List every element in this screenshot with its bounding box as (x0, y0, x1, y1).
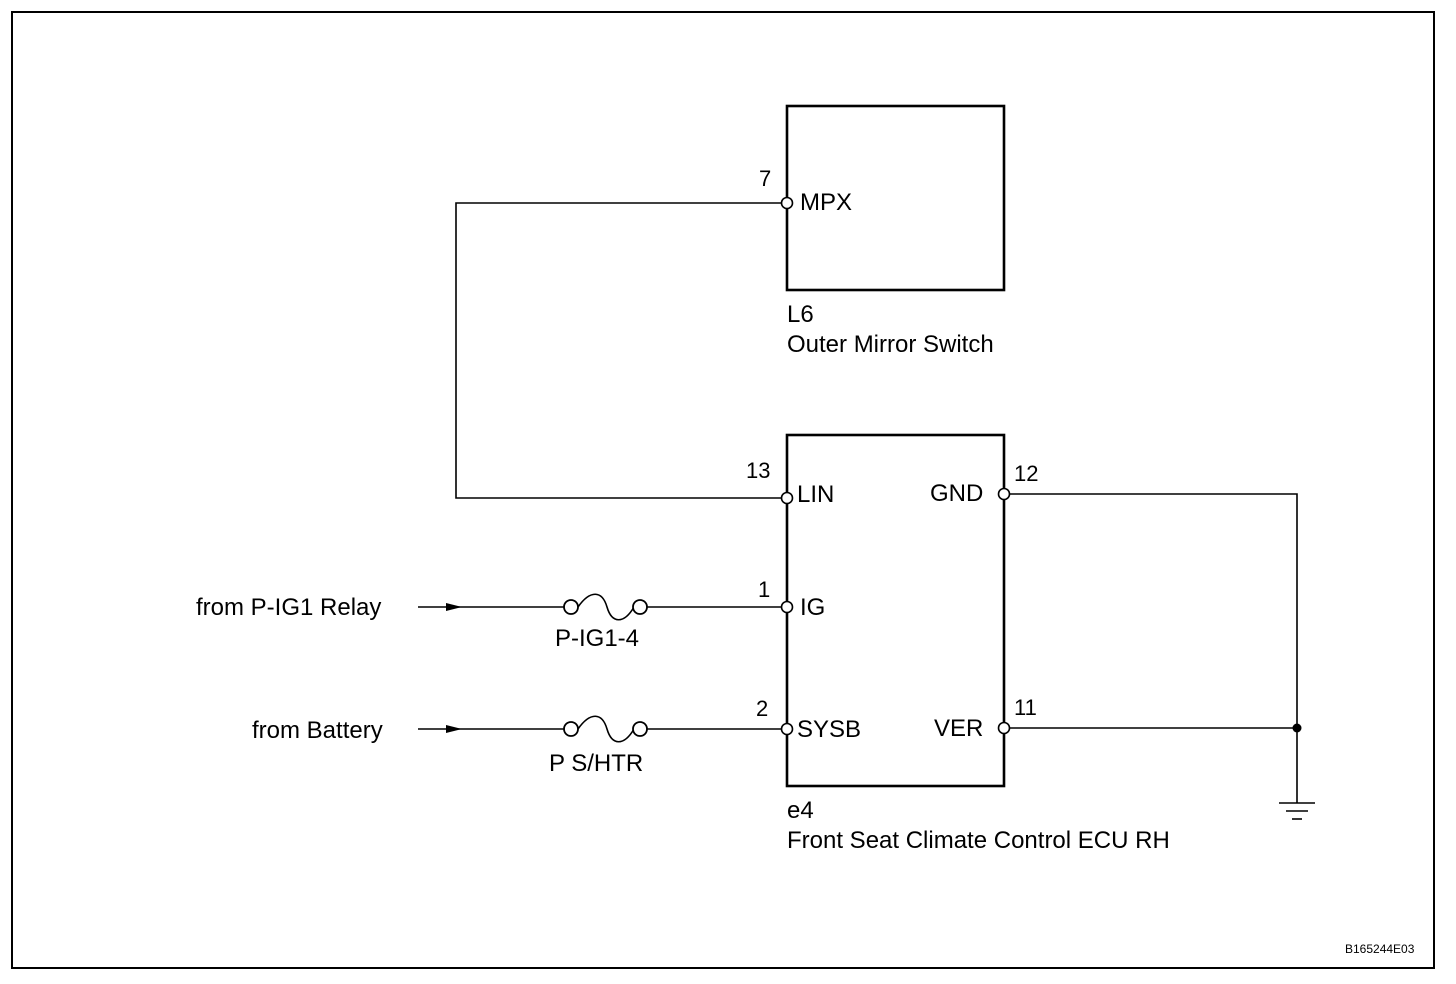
fuse-pshtr-icon (577, 715, 635, 743)
relay-arrow-icon (446, 603, 462, 611)
gnd-terminal (997, 487, 1011, 501)
relay-source-label: from P-IG1 Relay (196, 594, 381, 621)
sysb-pin-number: 2 (756, 696, 768, 721)
mpx-terminal (780, 196, 794, 210)
fuse-pshtr-terminal-right (632, 721, 648, 737)
battery-arrow-icon (446, 725, 462, 733)
ver-terminal (997, 721, 1011, 735)
sysb-pin-label: SYSB (797, 716, 861, 743)
mirror-switch-id: L6 (787, 301, 814, 328)
junction-dot (1292, 723, 1302, 733)
ig-terminal (780, 600, 794, 614)
lin-pin-label: LIN (797, 481, 834, 508)
battery-source-label: from Battery (252, 717, 383, 744)
fuse-pshtr-label: P S/HTR (549, 750, 643, 777)
mpx-lin-wire (455, 202, 781, 499)
ver-pin-label: VER (934, 715, 983, 742)
ground-icon (1279, 802, 1315, 820)
diagram-frame (11, 11, 1435, 969)
mirror-switch-name: Outer Mirror Switch (787, 331, 994, 358)
ig-pin-label: IG (800, 594, 825, 621)
gnd-pin-label: GND (930, 480, 983, 507)
lin-terminal (780, 491, 794, 505)
ig-pin-number: 1 (758, 577, 770, 602)
mpx-pin-number: 7 (759, 166, 771, 191)
fuse-pig1-label: P-IG1-4 (555, 625, 639, 652)
ecu-name: Front Seat Climate Control ECU RH (787, 827, 1170, 854)
fuse-pig1-terminal-right (632, 599, 648, 615)
fuse-pshtr-terminal-left (563, 721, 579, 737)
ecu-id: e4 (787, 797, 814, 824)
fuse-pig1-terminal-left (563, 599, 579, 615)
lin-pin-number: 13 (746, 458, 770, 483)
gnd-wire (1010, 493, 1298, 803)
mpx-pin-label: MPX (800, 189, 852, 216)
gnd-pin-number: 12 (1014, 461, 1038, 486)
figure-code: B165244E03 (1345, 942, 1415, 956)
ver-pin-number: 11 (1014, 695, 1037, 720)
fuse-pig1-icon (577, 593, 635, 621)
sysb-terminal (780, 722, 794, 736)
